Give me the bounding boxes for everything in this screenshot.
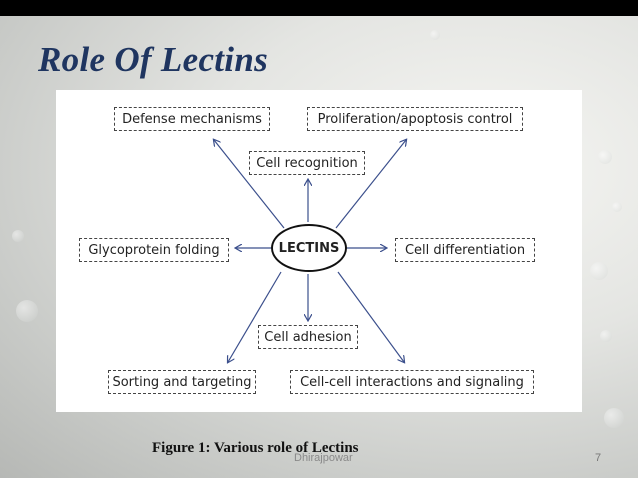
author-footer: Dhirajpowar <box>294 452 353 464</box>
arrow-to-defense <box>214 140 285 229</box>
slide-title: Role Of Lectins <box>38 40 269 79</box>
diagram-panel: Defense mechanisms Proliferation/apoptos… <box>56 90 582 412</box>
water-droplet <box>604 408 624 428</box>
center-node-lectins: LECTINS <box>271 224 347 272</box>
water-droplet <box>612 202 622 212</box>
arrow-to-proliferation <box>335 140 406 229</box>
node-proliferation-apoptosis-control: Proliferation/apoptosis control <box>307 107 523 131</box>
water-droplet <box>590 262 608 280</box>
figure-caption: Figure 1: Various role of Lectins <box>152 440 359 456</box>
top-black-bar <box>0 0 638 16</box>
node-defense-mechanisms: Defense mechanisms <box>114 107 270 131</box>
water-droplet <box>430 30 440 40</box>
arrow-to-interactions <box>337 271 404 362</box>
water-droplet <box>598 150 612 164</box>
arrow-to-sorting <box>228 271 282 362</box>
water-droplet <box>600 330 612 342</box>
water-droplet <box>12 230 24 242</box>
node-sorting-and-targeting: Sorting and targeting <box>108 370 256 394</box>
water-droplet <box>16 300 38 322</box>
node-cell-adhesion: Cell adhesion <box>258 325 358 349</box>
arrows-layer <box>56 90 582 412</box>
node-glycoprotein-folding: Glycoprotein folding <box>79 238 229 262</box>
node-cell-cell-interactions: Cell-cell interactions and signaling <box>290 370 534 394</box>
node-cell-differentiation: Cell differentiation <box>395 238 535 262</box>
page-number: 7 <box>595 452 602 464</box>
node-cell-recognition: Cell recognition <box>249 151 365 175</box>
